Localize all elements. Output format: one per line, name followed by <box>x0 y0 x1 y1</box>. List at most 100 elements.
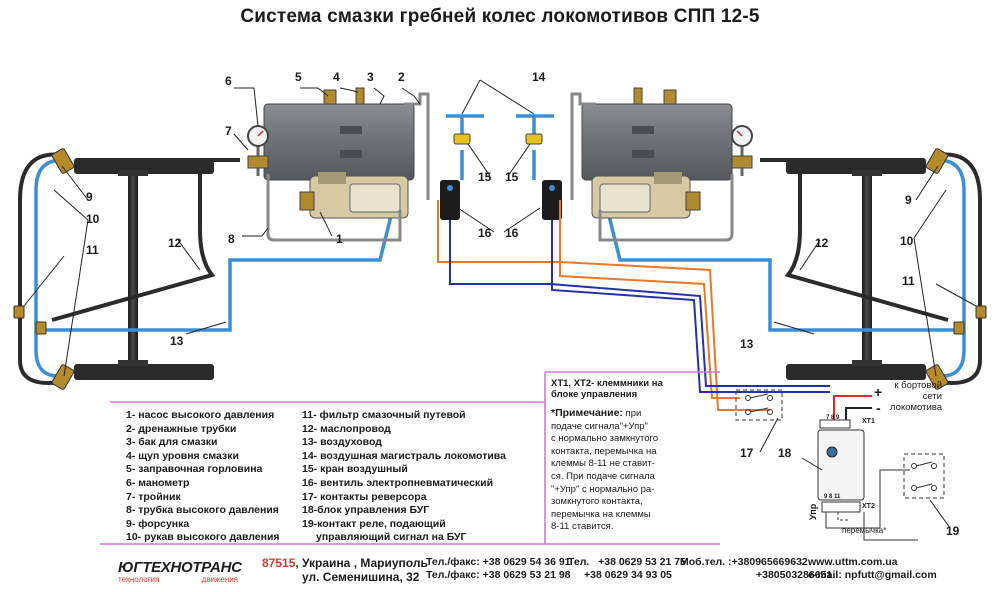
jumper-wiring <box>825 469 918 541</box>
legend-item: 8- трубка высокого давления <box>126 504 279 517</box>
note-line: ся. При подаче сигнала <box>551 470 655 482</box>
callout-7: 7 <box>225 124 232 138</box>
air-valves <box>453 133 543 145</box>
power-minus: - <box>876 400 881 416</box>
note-line: контакта, перемычка на <box>551 445 657 457</box>
legend-item: 6- манометр <box>126 476 190 489</box>
power-line-3: локомотива <box>890 402 942 413</box>
note-line: 8-11 ставится. <box>551 521 614 533</box>
email-link[interactable]: e-mail: npfutt@gmail.com <box>808 569 937 581</box>
note-line: перемычка на клеммы <box>551 508 651 520</box>
note-line: при <box>622 408 642 419</box>
legend-item: 2- дренажные трубки <box>126 422 237 435</box>
callout-11-left: 11 <box>86 243 99 257</box>
legend-item: 19-контакт реле, подающий <box>302 517 446 530</box>
mob2: +380503286651 <box>756 569 833 581</box>
legend-item: 1- насос высокого давления <box>126 409 275 421</box>
postal-code: 87515 <box>262 556 296 570</box>
website-link[interactable]: www.uttm.com.ua <box>808 556 898 568</box>
note-line: зомкнутого контакта, <box>551 496 643 508</box>
callout-19: 19 <box>946 524 960 538</box>
diagram-title: Система смазки гребней колес локомотивов… <box>240 6 760 27</box>
right-wheelset <box>786 158 926 380</box>
callout-13-left: 13 <box>170 334 184 348</box>
address: 87515, Украина , Мариуполь ул. Семенишин… <box>262 556 428 584</box>
left-tank-unit <box>247 87 430 242</box>
legend-item: 15- кран воздушный <box>302 463 408 476</box>
right-nozzles <box>925 148 987 390</box>
legend-item: 17- контакты реверсора <box>302 490 427 503</box>
callout-5: 5 <box>295 70 302 84</box>
upr-label: Упр <box>808 503 818 520</box>
callout-10-left: 10 <box>86 212 100 226</box>
solenoid-valves <box>440 180 562 220</box>
callout-15-left: 15 <box>478 170 492 184</box>
legend-item: управляющий сигнал на БУГ <box>316 531 467 544</box>
callout-11-right: 11 <box>902 274 915 288</box>
callout-9-right: 9 <box>905 193 912 207</box>
callout-2: 2 <box>398 70 405 84</box>
left-nozzles <box>13 148 75 390</box>
callout-12-left: 12 <box>168 236 182 250</box>
xt-terminal-note: ХТ1, ХТ2- клеммники на блоке управления <box>551 378 663 400</box>
address-street: ул. Семенишина, 32 <box>302 570 420 584</box>
note-line: клеммы 8-11 не ставит- <box>551 458 655 470</box>
phone2-label: Тел./факс: <box>426 569 480 581</box>
legend-item: 18-блок управления БУГ <box>302 504 430 517</box>
legend-item: 3- бак для смазки <box>126 436 218 449</box>
callout-1: 1 <box>336 232 343 246</box>
legend-item: 14- воздушная магистраль локомотива <box>302 449 506 462</box>
callout-16-right: 16 <box>505 226 519 240</box>
legend-item: 5- заправочная горловина <box>126 463 263 476</box>
legend-item: 12- маслопровод <box>302 422 391 435</box>
leader-lines <box>23 79 977 529</box>
control-block-bug <box>817 419 865 513</box>
jumper-label: перемычка* <box>842 526 887 535</box>
right-oil-lines <box>760 152 982 385</box>
tel2: +38 0629 34 93 05 <box>584 569 672 581</box>
callout-18: 18 <box>778 446 792 460</box>
legend-right: 11- фильтр смазочный путевой 12- маслопр… <box>302 409 506 545</box>
legend-left: 1- насос высокого давления 2- дренажные … <box>126 409 280 545</box>
left-wheelset <box>74 158 214 380</box>
callout-6: 6 <box>225 74 232 88</box>
right-tank-unit <box>570 87 753 242</box>
callout-8: 8 <box>228 232 235 246</box>
legend-item: 10- рукав высокого давления <box>126 531 280 544</box>
callout-14: 14 <box>532 70 546 84</box>
power-line-1: к бортовой <box>894 380 942 391</box>
callout-3: 3 <box>367 70 374 84</box>
tel1: +38 0629 53 21 75 <box>598 556 686 568</box>
mob1: +380965669632 <box>731 556 808 568</box>
wiring-note: *Примечание: при подаче сигнала"+Упр" с … <box>551 407 691 534</box>
phones-mobile: Моб.тел. :+380965669632 +380503286651 <box>680 556 832 582</box>
signal-wires <box>437 200 830 411</box>
power-leads <box>833 395 872 420</box>
logo-tagline-1: технология <box>118 575 160 584</box>
logo-brand: ЮГТЕХНОТРАНС <box>118 559 242 576</box>
tel-label: Тел. <box>568 556 590 568</box>
phone2: +38 0629 53 21 98 <box>482 569 571 581</box>
xt1-terminals: 7 8 9 <box>826 415 840 421</box>
note-line: "+Упр" с нормально ра- <box>551 483 655 495</box>
power-line-2: сети <box>922 391 942 402</box>
xt1-label: ХТ1 <box>862 418 875 425</box>
locomotive-air-main <box>446 114 554 180</box>
legend-frame <box>100 371 720 545</box>
logo-tagline-2: движения <box>201 575 238 584</box>
legend-item: 7- тройник <box>126 490 181 503</box>
callout-17: 17 <box>740 446 754 460</box>
xt2-label: ХТ2 <box>862 503 875 510</box>
note-line: подаче сигнала"+Упр" <box>551 420 648 432</box>
web-contacts: www.uttm.com.ua e-mail: npfutt@gmail.com <box>808 556 937 582</box>
phone1: +38 0629 54 36 91 <box>482 556 571 568</box>
address-city: , Украина , Мариуполь <box>295 556 428 570</box>
note-header: *Примечание: <box>551 407 623 419</box>
reverser-contacts <box>735 389 783 421</box>
power-supply-label: к бортовой сети локомотива <box>880 380 942 413</box>
legend-item: 11- фильтр смазочный путевой <box>302 409 466 421</box>
phones-fax: Тел./факс: +38 0629 54 36 91 Тел./факс: … <box>426 556 571 582</box>
legend-item: 13- воздуховод <box>302 436 382 449</box>
legend-item: 4- щуп уровня смазки <box>126 449 239 462</box>
